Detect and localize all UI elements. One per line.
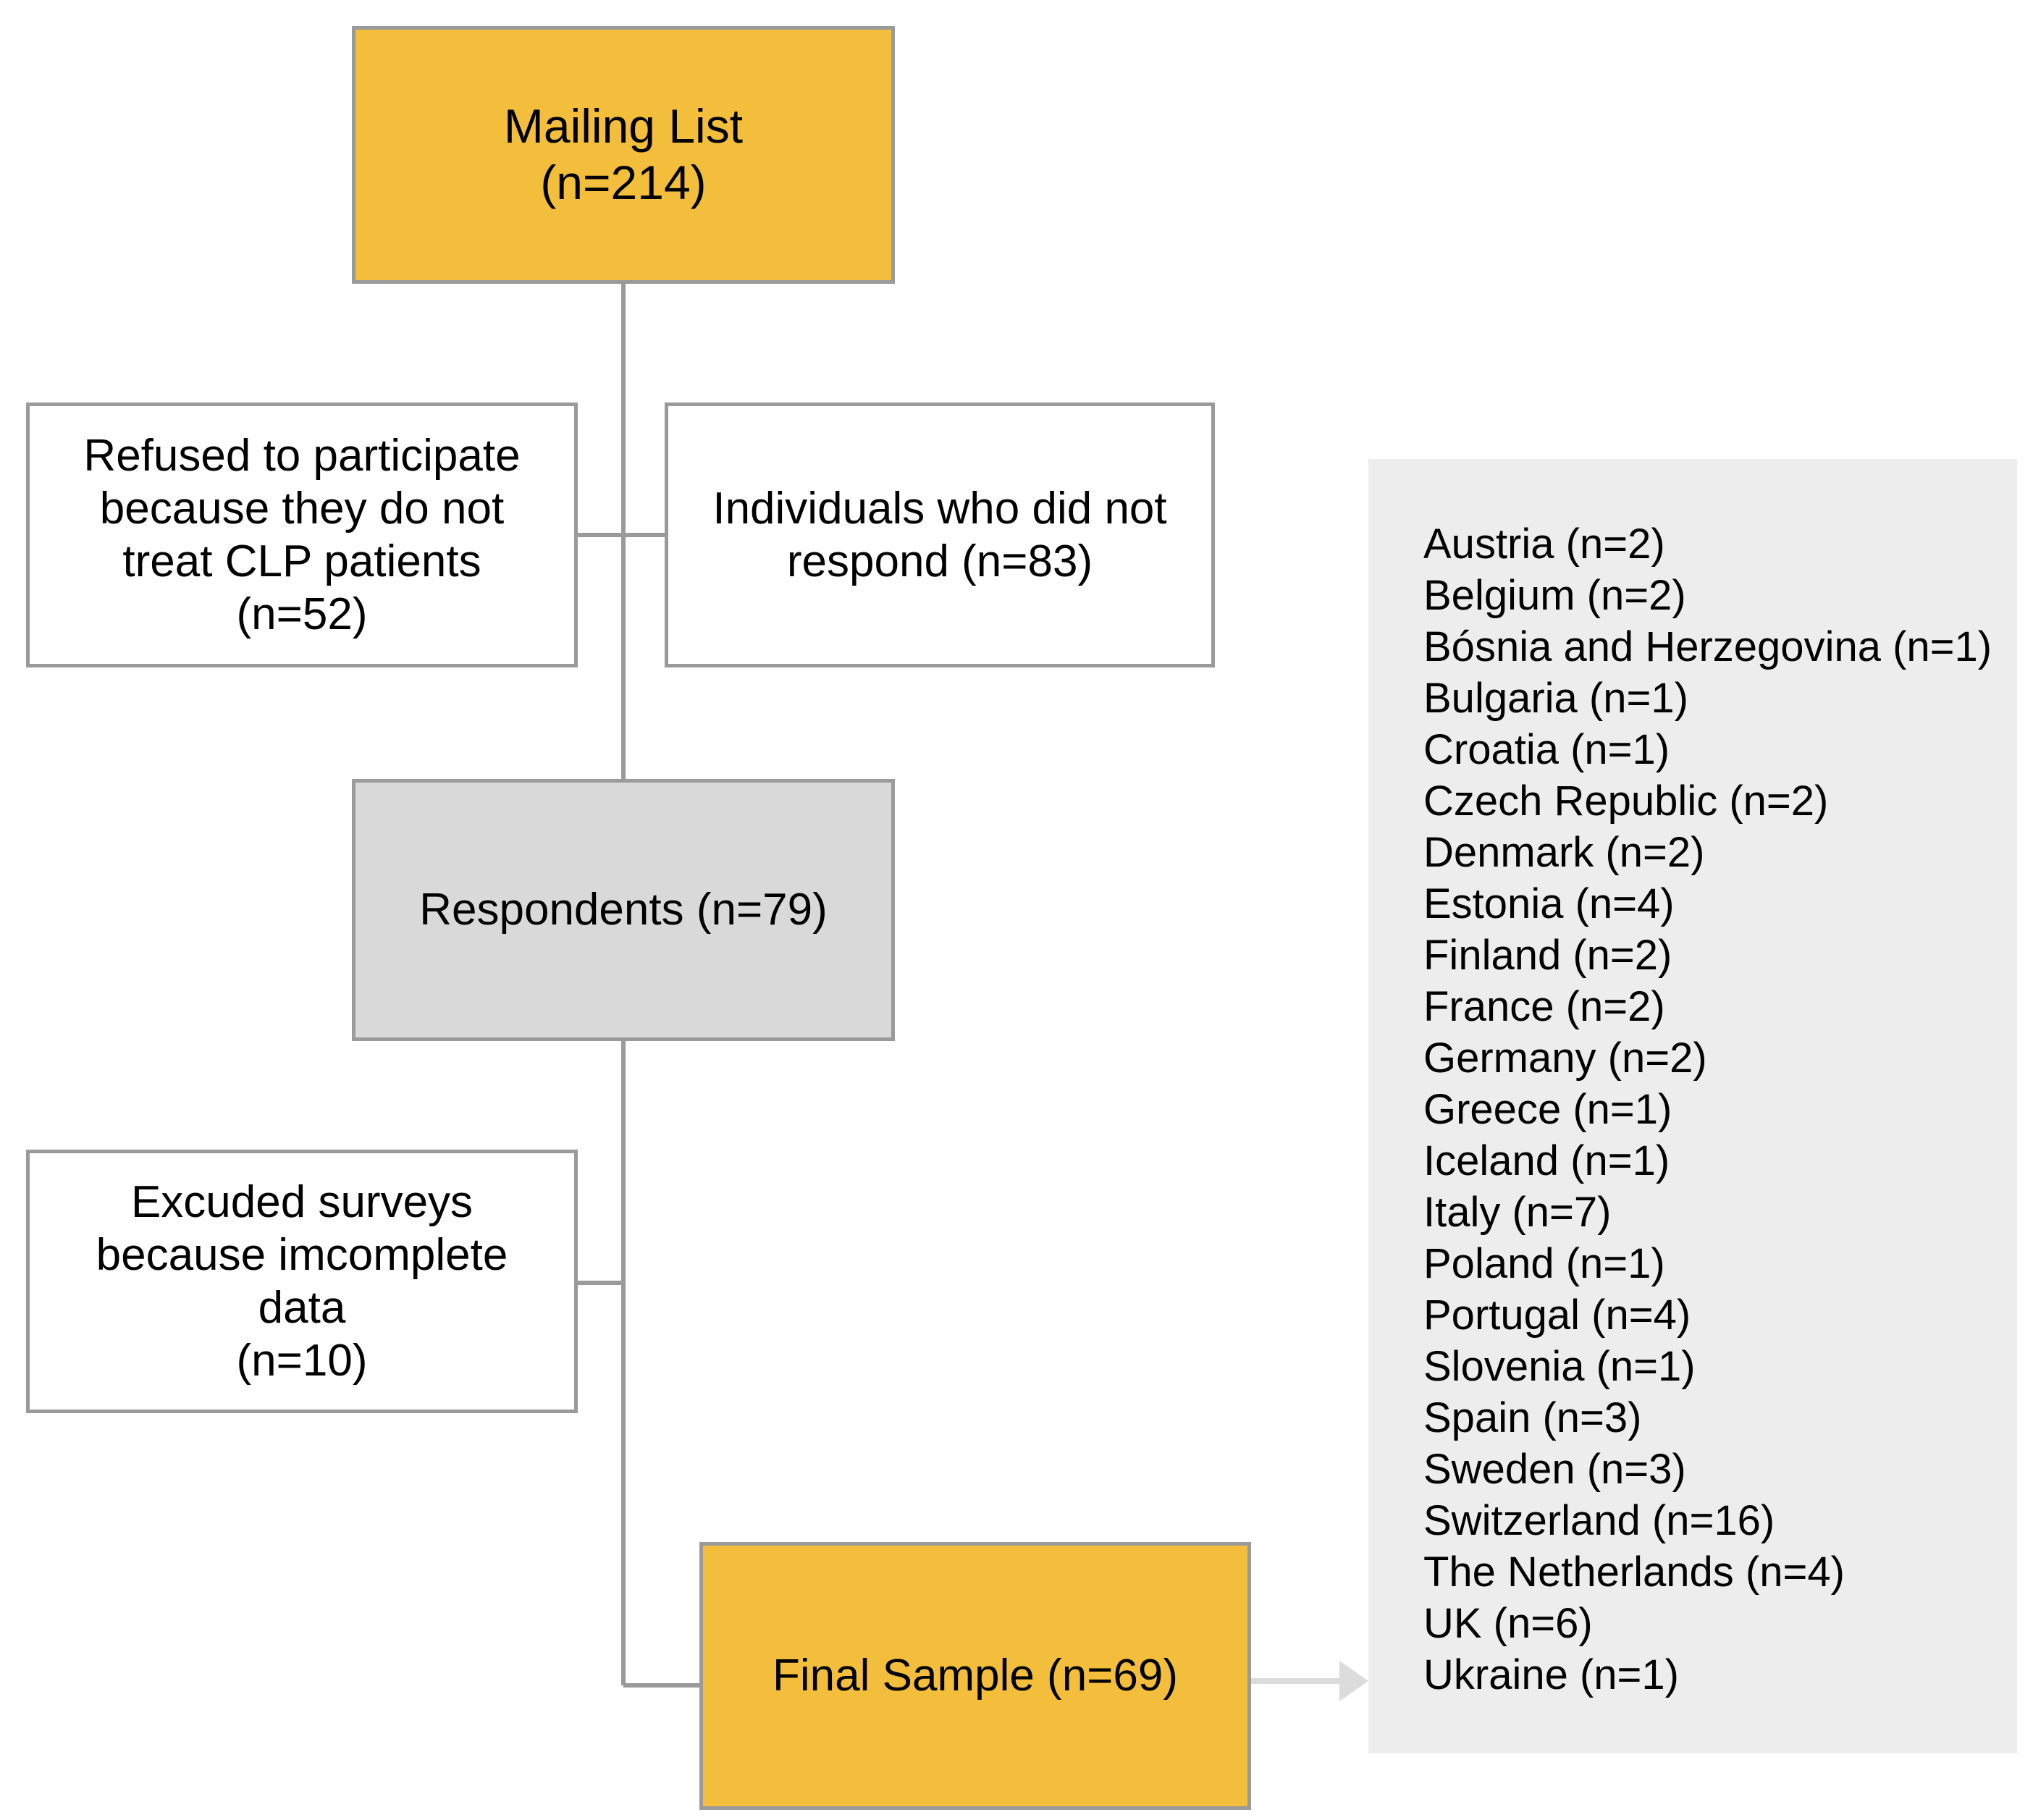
node-refused-to-participate-label: Refused to participate because they do n… (83, 430, 521, 640)
country-list-item: Greece (n=1) (1423, 1086, 1672, 1133)
country-list-item: Portugal (n=4) (1423, 1292, 1691, 1339)
country-list-item: France (n=2) (1423, 983, 1665, 1030)
node-excluded-surveys: Excuded surveys because imcomplete data … (26, 1150, 578, 1413)
node-respondents: Respondents (n=79) (352, 779, 895, 1041)
country-list-item: Italy (n=7) (1423, 1189, 1612, 1236)
country-list-item: Poland (n=1) (1423, 1240, 1665, 1287)
node-respondents-label: Respondents (n=79) (419, 885, 828, 935)
country-list-item: Bósnia and Herzegovina (n=1) (1423, 623, 1992, 670)
country-list-item: Croatia (n=1) (1423, 726, 1670, 773)
node-non-responders: Individuals who did not respond (n=83) (665, 403, 1215, 667)
node-final-sample: Final Sample (n=69) (699, 1542, 1251, 1810)
country-list-item: Austria (n=2) (1423, 521, 1665, 568)
node-final-sample-label: Final Sample (n=69) (773, 1651, 1178, 1701)
country-list-item: UK (n=6) (1423, 1600, 1593, 1647)
country-list-item: Germany (n=2) (1423, 1035, 1707, 1082)
node-mailing-list: Mailing List (n=214) (352, 26, 895, 284)
country-list-item: Ukraine (n=1) (1423, 1651, 1679, 1698)
country-list-item: The Netherlands (n=4) (1423, 1549, 1845, 1596)
node-excluded-surveys-label: Excuded surveys because imcomplete data … (96, 1176, 508, 1386)
country-list-item: Switzerland (n=16) (1423, 1497, 1775, 1544)
node-non-responders-label: Individuals who did not respond (n=83) (712, 483, 1167, 586)
country-breakdown-panel: Austria (n=2)Belgium (n=2)Bósnia and Her… (1368, 459, 2017, 1753)
country-list-item: Slovenia (n=1) (1423, 1343, 1696, 1390)
country-list-item: Finland (n=2) (1423, 932, 1672, 979)
country-list-item: Iceland (n=1) (1423, 1137, 1670, 1184)
node-refused-to-participate: Refused to participate because they do n… (26, 403, 578, 667)
country-list-item: Bulgaria (n=1) (1423, 675, 1688, 722)
node-mailing-list-label: Mailing List (n=214) (503, 99, 744, 209)
country-list-item: Denmark (n=2) (1423, 829, 1705, 876)
country-list-item: Estonia (n=4) (1423, 880, 1675, 927)
country-list-item: Spain (n=3) (1423, 1394, 1642, 1441)
country-list-item: Czech Republic (n=2) (1423, 778, 1829, 825)
country-list-item: Belgium (n=2) (1423, 572, 1686, 619)
country-list-item: Sweden (n=3) (1423, 1446, 1686, 1493)
